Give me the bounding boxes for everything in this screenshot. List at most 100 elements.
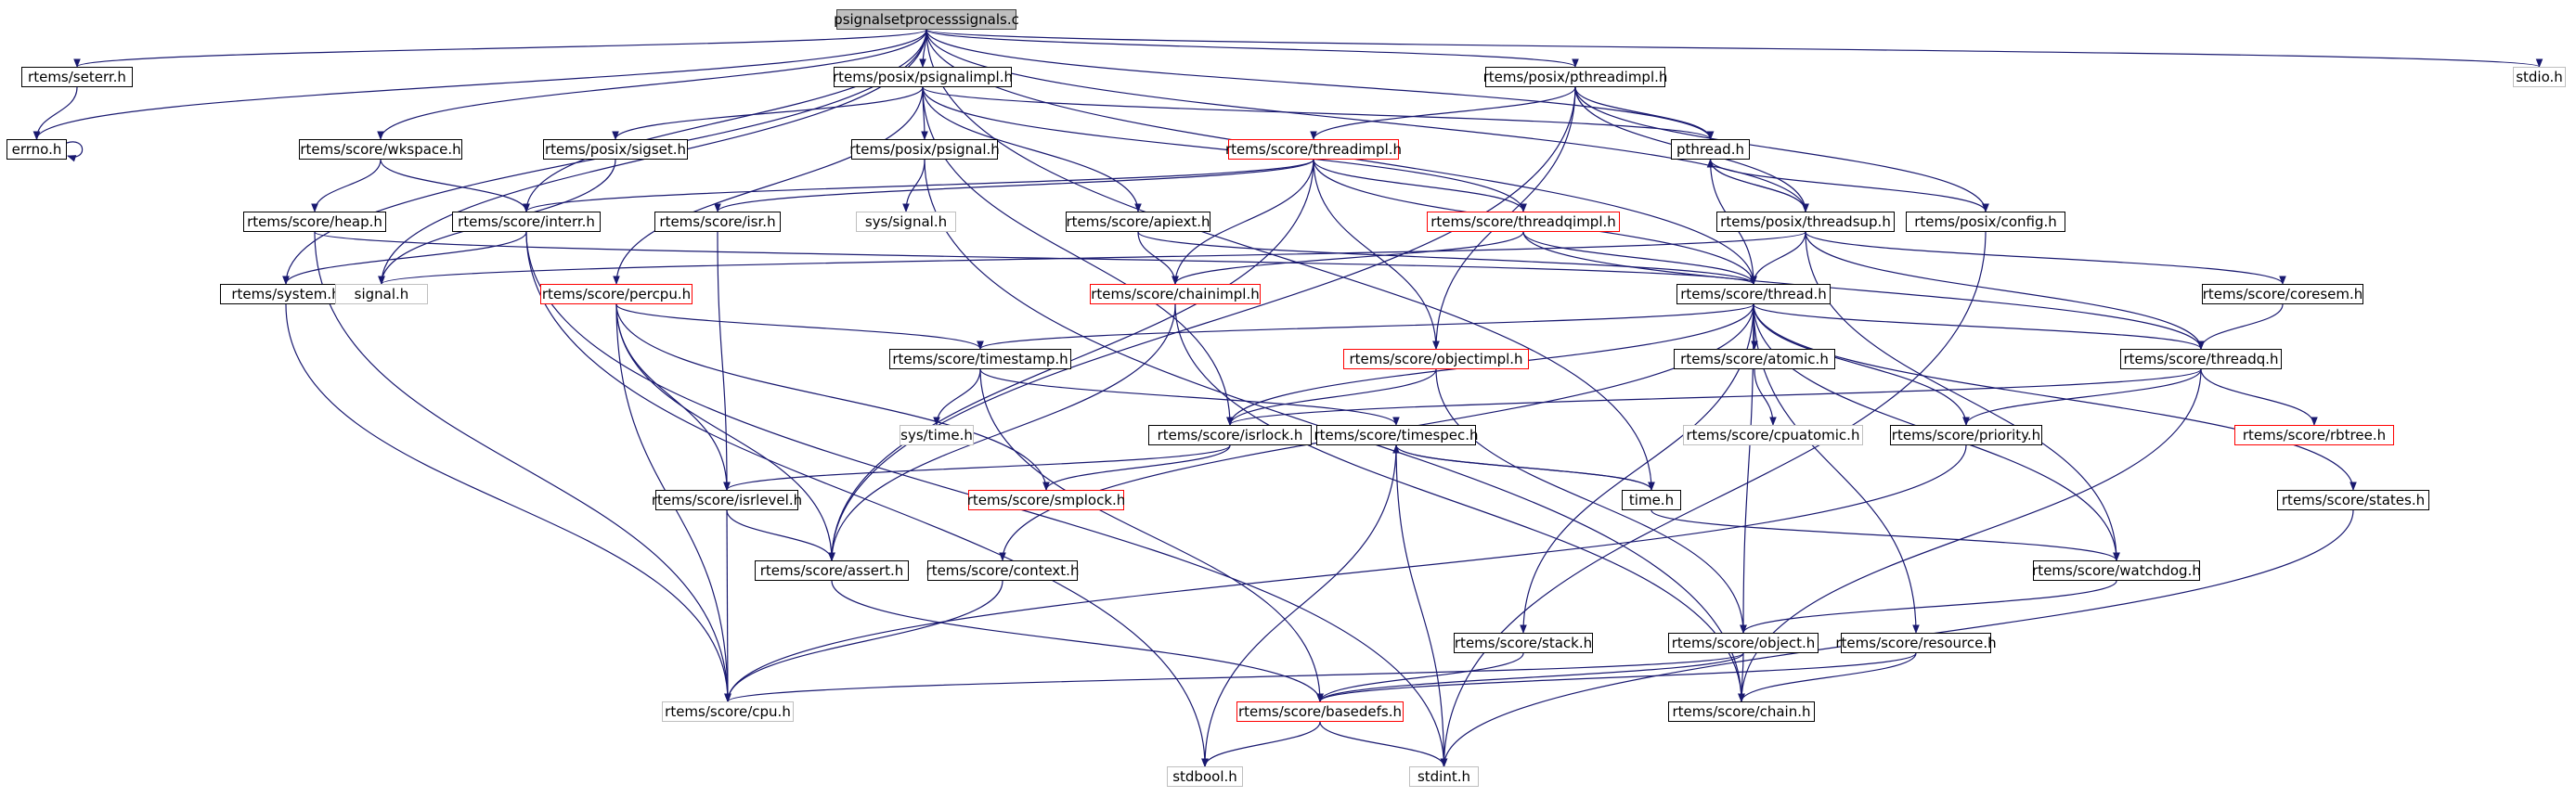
edge-root-to-errno: [32, 29, 927, 140]
node-states-h[interactable]: rtems/score/states.h: [2277, 490, 2429, 510]
node-stack-h[interactable]: rtems/score/stack.h: [1454, 633, 1593, 653]
node-system-h[interactable]: rtems/system.h: [220, 284, 352, 304]
node-heap-h[interactable]: rtems/score/heap.h: [243, 212, 386, 232]
node-apiext-h[interactable]: rtems/score/apiext.h: [1066, 212, 1210, 232]
edge-percpu-to-timestamp: [615, 303, 984, 350]
edge-system-to-cpu: [285, 303, 731, 702]
edge-threadqimpl-to-thread: [1522, 231, 1757, 285]
node-context-h[interactable]: rtems/score/context.h: [926, 560, 1080, 581]
node-time-h[interactable]: time.h: [1622, 490, 1681, 510]
edge-isrlock-to-smplock: [1042, 444, 1231, 491]
node-stdbool-h: stdbool.h: [1167, 766, 1243, 787]
edge-root-to-interr: [523, 29, 927, 212]
edge-object-to-cpu: [724, 652, 1744, 702]
node-chainimpl-h[interactable]: rtems/score/chainimpl.h: [1090, 284, 1261, 304]
edge-heap-to-thread: [314, 231, 1757, 285]
node-psignalimpl-h[interactable]: rtems/posix/psignalimpl.h: [833, 67, 1014, 87]
edge-objectimpl-to-object: [1435, 368, 1747, 634]
edge-root-to-seterr: [73, 29, 927, 68]
edge-pthreadimpl-to-pthread: [1574, 86, 1715, 140]
edge-isrlevel-to-assert: [726, 509, 835, 561]
node-threadq-h[interactable]: rtems/score/threadq.h: [2120, 349, 2282, 369]
edge-interr-to-system: [282, 231, 527, 285]
node-isrlevel-h[interactable]: rtems/score/isrlevel.h: [651, 490, 803, 510]
edge-isrlevel-to-cpu: [724, 509, 731, 702]
node-percpu-h[interactable]: rtems/score/percpu.h: [540, 284, 693, 304]
node-psignal-h[interactable]: rtems/posix/psignal.h: [849, 139, 1000, 160]
edge-isrlock-to-isrlevel: [723, 444, 1231, 491]
edge-chainimpl-to-assert: [828, 303, 1176, 561]
edge-coresem-to-threadq: [2197, 303, 2284, 350]
edge-threadsup-to-pthread: [1706, 159, 1806, 212]
edge-resource-to-chain: [1738, 652, 1917, 702]
edge-root-to-threadsup: [926, 29, 1809, 212]
edge-psignalimpl-to-threadqimpl: [922, 86, 1527, 212]
edge-stack-to-basedefs: [1316, 652, 1524, 702]
node-config-h[interactable]: rtems/posix/config.h: [1906, 212, 2065, 232]
node-thread-h[interactable]: rtems/score/thread.h: [1676, 284, 1831, 304]
node-threadsup-h[interactable]: rtems/posix/threadsup.h: [1716, 212, 1895, 232]
edge-pthreadimpl-to-threadimpl: [1310, 86, 1576, 140]
node-smplock-h[interactable]: rtems/score/smplock.h: [966, 490, 1126, 510]
node-threadimpl-h[interactable]: rtems/score/threadimpl.h: [1224, 139, 1403, 160]
edge-psignalimpl-to-sigset: [612, 86, 924, 140]
edge-priority-to-cpu: [724, 444, 1967, 702]
edge-root-to-stdio: [926, 29, 2543, 68]
node-timestamp-h[interactable]: rtems/score/timestamp.h: [889, 349, 1071, 369]
node-assert-h[interactable]: rtems/score/assert.h: [755, 560, 909, 581]
node-signal-h: signal.h: [335, 284, 428, 304]
edge-timestamp-to-basedefs: [979, 368, 1324, 702]
edge-root-to-timeh: [926, 29, 1655, 491]
node-threadqimpl-h[interactable]: rtems/score/threadqimpl.h: [1427, 212, 1620, 232]
node-cpu-h: rtems/score/cpu.h: [662, 701, 794, 722]
node-rbtree-h[interactable]: rtems/score/rbtree.h: [2234, 425, 2394, 445]
edge-assert-to-basedefs: [831, 580, 1324, 702]
node-atomic-h[interactable]: rtems/score/atomic.h: [1674, 349, 1835, 369]
edge-watchdog-to-object: [1740, 580, 2117, 634]
node-sys-signal-h: sys/signal.h: [856, 212, 956, 232]
node-stdint-h: stdint.h: [1409, 766, 1479, 787]
node-wkspace-h[interactable]: rtems/score/wkspace.h: [299, 139, 462, 160]
edge-objectimpl-to-isrlock: [1226, 368, 1437, 426]
edge-threadq-to-rbtree: [2200, 368, 2318, 426]
edge-threadqimpl-to-threadq: [1522, 231, 2205, 350]
node-coresem-h[interactable]: rtems/score/coresem.h: [2202, 284, 2363, 304]
edge-threadsup-to-coresem: [1805, 231, 2286, 285]
node-seterr-h[interactable]: rtems/seterr.h: [21, 67, 133, 87]
node-timespec-h[interactable]: rtems/score/timespec.h: [1314, 425, 1479, 445]
node-basedefs-h[interactable]: rtems/score/basedefs.h: [1236, 701, 1404, 722]
node-resource-h[interactable]: rtems/score/resource.h: [1835, 633, 1997, 653]
edge-thread-to-threadq: [1753, 303, 2205, 350]
node-chain-h[interactable]: rtems/score/chain.h: [1668, 701, 1815, 722]
edge-psignalimpl-to-percpu: [613, 86, 924, 285]
edge-thread-to-states: [1753, 303, 2357, 491]
edge-atomic-to-cpuatomic: [1754, 368, 1777, 426]
node-pthreadimpl-h[interactable]: rtems/posix/pthreadimpl.h: [1482, 67, 1668, 87]
node-isrlock-h[interactable]: rtems/score/isrlock.h: [1148, 425, 1312, 445]
edge-root-to-pthreadimpl: [926, 29, 1579, 68]
edge-threadimpl-to-interr: [523, 159, 1314, 212]
edge-threadimpl-to-isr: [714, 159, 1314, 212]
node-watchdog-h[interactable]: rtems/score/watchdog.h: [2032, 560, 2201, 581]
edge-root-to-wkspace: [377, 29, 927, 140]
edge-percpu-to-assert: [615, 303, 835, 561]
node-errno-h[interactable]: errno.h: [6, 139, 67, 160]
edge-psignalimpl-to-apiext: [922, 86, 1142, 212]
node-priority-h[interactable]: rtems/score/priority.h: [1890, 425, 2042, 445]
edge-heap-to-cpu: [314, 231, 731, 702]
node-object-h[interactable]: rtems/score/object.h: [1668, 633, 1819, 653]
node-interr-h[interactable]: rtems/score/interr.h: [452, 212, 601, 232]
node-isr-h[interactable]: rtems/score/isr.h: [654, 212, 781, 232]
node-pthread-h[interactable]: pthread.h: [1671, 139, 1750, 160]
node-sigset-h[interactable]: rtems/posix/sigset.h: [543, 139, 688, 160]
edge-wkspace-to-heap: [311, 159, 382, 212]
node-objectimpl-h[interactable]: rtems/score/objectimpl.h: [1343, 349, 1529, 369]
edge-threadimpl-to-chainimpl: [1171, 159, 1314, 285]
edge-pthreadimpl-to-config: [1574, 86, 1989, 212]
edge-threadsup-to-threadq: [1805, 231, 2205, 350]
edge-errno-to-errno: [66, 141, 84, 162]
edge-thread-to-timestamp: [977, 303, 1754, 350]
edge-object-to-basedefs: [1316, 652, 1744, 702]
